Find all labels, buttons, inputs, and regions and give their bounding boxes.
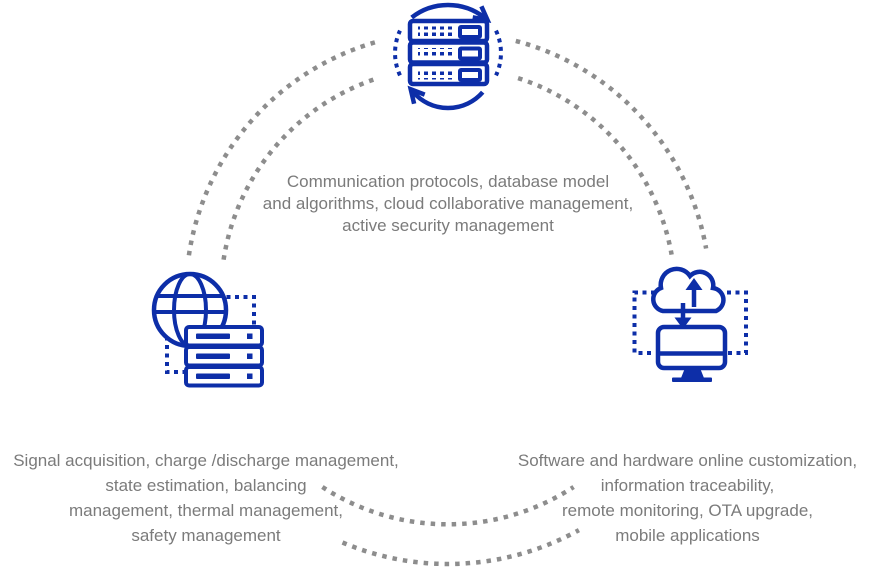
dotted-bracket-right — [727, 290, 748, 355]
monitor — [655, 324, 728, 382]
rack-unit-1 — [407, 18, 490, 44]
sync-dashed-arc-right — [494, 29, 503, 77]
top-node-caption: Communication protocols, database model … — [148, 171, 748, 237]
server-unit-2 — [184, 345, 264, 368]
arc-top-right-inner — [517, 75, 674, 255]
sync-arrowhead-top — [472, 5, 492, 23]
arc-top-right-outer — [515, 38, 709, 249]
caption-line: safety management — [131, 526, 281, 545]
caption-line: mobile applications — [615, 526, 760, 545]
left-node-caption: Signal acquisition, charge /discharge ma… — [0, 448, 412, 548]
right-node-caption: Software and hardware online customizati… — [502, 448, 873, 548]
globe-server-icon — [151, 271, 264, 388]
sync-dashed-arc-left — [393, 29, 402, 77]
server-unit-1 — [184, 325, 264, 348]
rack-unit-2 — [407, 40, 490, 65]
caption-line: information traceability, — [600, 476, 775, 495]
caption-line: Signal acquisition, charge /discharge ma… — [13, 451, 399, 470]
arc-bottom-outer — [341, 528, 580, 567]
caption-line: and algorithms, cloud collaborative mana… — [262, 194, 634, 213]
caption-line: active security management — [342, 216, 554, 235]
server-stack — [184, 325, 264, 388]
sync-arrow-bottom — [411, 90, 485, 111]
caption-line: state estimation, balancing — [105, 476, 307, 495]
server-unit-3 — [184, 365, 264, 388]
connector-arcs — [186, 38, 709, 567]
caption-line: Communication protocols, database model — [286, 172, 610, 191]
caption-line: Software and hardware online customizati… — [517, 451, 858, 470]
caption-line: remote monitoring, OTA upgrade, — [561, 501, 814, 520]
cloud-monitor-sync-icon — [632, 266, 748, 382]
server-rack-sync-icon — [393, 2, 503, 111]
sync-arrow-top — [410, 2, 486, 20]
arc-top-left-inner — [221, 75, 379, 261]
rack-unit-3 — [407, 61, 490, 87]
caption-line: management, thermal management, — [68, 501, 344, 520]
upload-arrow — [685, 278, 703, 307]
download-arrow — [674, 303, 692, 329]
dotted-bracket-left — [632, 290, 655, 355]
sync-arrowhead-bottom — [407, 85, 426, 105]
